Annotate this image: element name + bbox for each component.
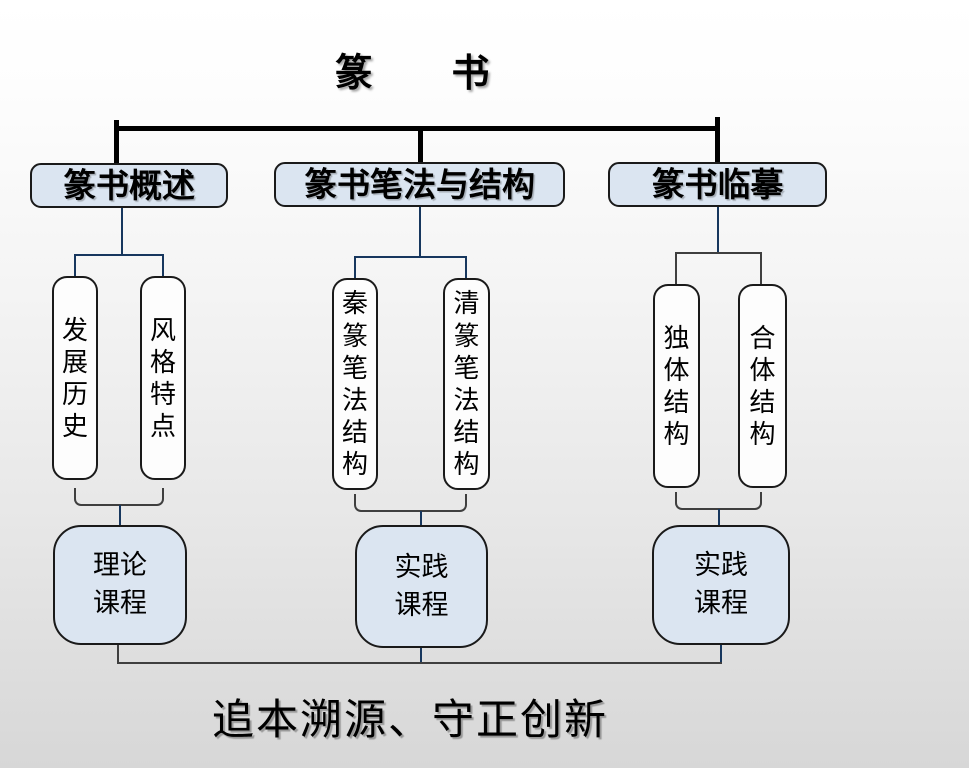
branch1-course-drop [119,505,121,525]
branch1-stem [121,208,123,255]
branch1-drop-right [162,254,164,276]
branch3-drop-right [760,252,762,284]
branch-header-overview: 篆书概述 [30,163,228,208]
branch3-gather-bracket [675,492,762,510]
bottom-connector-stub-left [117,645,119,664]
branch2-crossbar [354,256,467,258]
branch3-course-drop [718,509,720,525]
top-connector-horizontal [115,126,720,131]
course-box-practice-right: 实践 课程 [652,525,790,645]
diagram-title: 篆 书 [334,53,491,95]
leaf-box-qin-seal-brushwork: 秦篆笔法结构 [332,278,378,490]
top-connector-drop-left [114,120,119,165]
branch2-course-drop [420,511,422,525]
branch-header-copying: 篆书临摹 [608,162,827,207]
branch3-drop-left [675,252,677,284]
bottom-connector-stub-middle [420,648,422,664]
branch1-gather-bracket [74,488,164,506]
leaf-box-compound-structure: 合体结构 [738,284,787,488]
leaf-label: 发展历史 [61,314,88,442]
branch1-drop-left [74,254,76,276]
branch2-drop-left [354,256,356,278]
top-connector-drop-middle [418,129,423,165]
course-box-practice-middle: 实践 课程 [355,525,488,648]
leaf-label: 风格特点 [149,314,176,442]
branch3-crossbar [675,252,762,254]
branch2-stem [419,207,421,258]
leaf-label: 秦篆笔法结构 [341,288,368,480]
branch3-stem [717,207,719,253]
leaf-label: 合体结构 [749,322,776,450]
branch2-drop-right [465,256,467,278]
diagram-slogan: 追本溯源、守正创新 [211,696,608,743]
branch-header-brushwork-structure: 篆书笔法与结构 [274,162,565,207]
course-box-theory: 理论 课程 [53,525,187,645]
leaf-box-development-history: 发展历史 [52,276,98,480]
leaf-box-qing-seal-brushwork: 清篆笔法结构 [443,278,490,490]
leaf-box-style-features: 风格特点 [140,276,186,480]
bottom-connector-horizontal [117,662,722,664]
branch1-crossbar [74,254,164,256]
bottom-connector-stub-right [720,645,722,664]
branch2-gather-bracket [354,494,467,512]
leaf-label: 清篆笔法结构 [453,288,480,480]
leaf-label: 独体结构 [663,322,690,450]
top-connector-drop-right [715,117,720,164]
leaf-box-single-body-structure: 独体结构 [653,284,700,488]
